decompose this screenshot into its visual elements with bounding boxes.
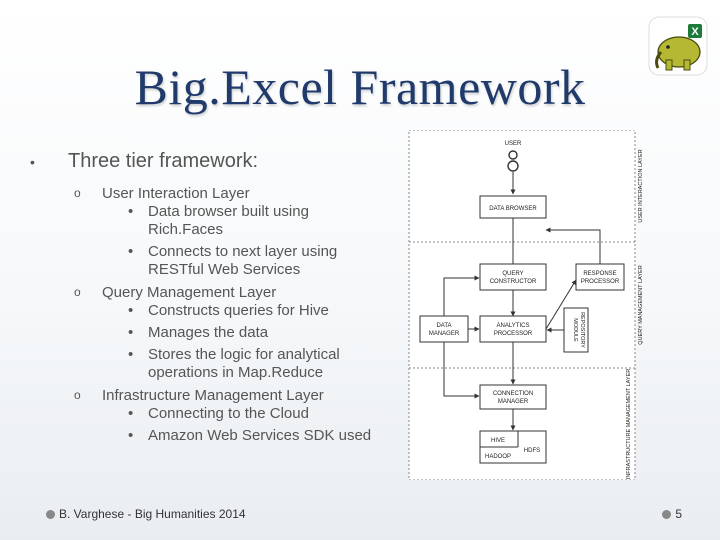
svg-text:REPOSITORY: REPOSITORY bbox=[579, 312, 585, 348]
box-hive: HIVE bbox=[491, 438, 505, 444]
box-hadoop: HADOOP bbox=[485, 454, 511, 460]
section-3-item-2: •Amazon Web Services SDK used bbox=[128, 427, 372, 444]
box-module-repository bbox=[563, 307, 589, 353]
box-data-manager bbox=[419, 315, 469, 343]
diagram-frame bbox=[408, 130, 636, 480]
layer-label-user: USER INTERACTION LAYER bbox=[638, 149, 644, 222]
box-connection-manager bbox=[479, 384, 547, 410]
svg-text:X: X bbox=[691, 26, 699, 38]
user-icon bbox=[507, 150, 519, 172]
svg-text:DATA BROWSER: DATA BROWSER bbox=[489, 206, 537, 212]
section-3-label: Infrastructure Management Layer bbox=[102, 387, 324, 404]
footer-page-number: 5 bbox=[662, 507, 682, 521]
bullet-main: • Three tier framework: bbox=[30, 150, 259, 172]
svg-text:PROCESSOR: PROCESSOR bbox=[581, 279, 620, 285]
section-3: o Infrastructure Management Layer bbox=[74, 387, 324, 404]
bullet-list: • Three tier framework: o User Interacti… bbox=[30, 150, 410, 449]
box-hdfs: HDFS bbox=[524, 448, 540, 454]
box-analytics-processor bbox=[479, 315, 547, 343]
section-2-item-2: •Manages the data bbox=[128, 324, 269, 341]
elephant-excel-logo-icon: X bbox=[648, 16, 708, 76]
svg-text:ANALYTICS: ANALYTICS bbox=[497, 323, 530, 329]
layer-label-query: QUERY MANAGEMENT LAYER bbox=[638, 265, 644, 344]
section-2-item-1: •Constructs queries for Hive bbox=[128, 302, 329, 319]
section-2: o Query Management Layer bbox=[74, 284, 277, 301]
svg-text:CONSTRUCTOR: CONSTRUCTOR bbox=[490, 279, 537, 285]
box-query-constructor bbox=[479, 263, 547, 291]
svg-text:CONNECTION: CONNECTION bbox=[493, 391, 533, 397]
box-response-processor bbox=[575, 263, 625, 291]
section-1: o User Interaction Layer bbox=[74, 185, 250, 202]
section-3-item-1: •Connecting to the Cloud bbox=[128, 405, 309, 422]
user-label: USER bbox=[505, 141, 522, 147]
bullet-dot-icon bbox=[662, 509, 672, 519]
section-2-label: Query Management Layer bbox=[102, 284, 277, 301]
svg-text:RESPONSE: RESPONSE bbox=[583, 271, 616, 277]
bullet-main-text: Three tier framework: bbox=[68, 150, 259, 172]
layer-label-infrastructure: INFRASTRUCTURE MANAGEMENT LAYER bbox=[626, 369, 632, 479]
footer-author: B. Varghese - Big Humanities 2014 bbox=[46, 507, 246, 521]
section-2-item-3: •Stores the logic for analytical operati… bbox=[128, 346, 340, 381]
architecture-diagram: USER INTERACTION LAYER QUERY MANAGEMENT … bbox=[408, 130, 644, 480]
svg-text:PROCESSOR: PROCESSOR bbox=[494, 331, 533, 337]
link-response-browser bbox=[545, 227, 601, 264]
svg-text:MODULE: MODULE bbox=[572, 318, 578, 342]
link-analytics-response bbox=[545, 279, 577, 330]
bullet-dot-icon bbox=[46, 509, 55, 519]
svg-text:QUERY: QUERY bbox=[502, 271, 523, 277]
slide-title: Big.Excel Framework bbox=[134, 59, 586, 115]
svg-text:MANAGER: MANAGER bbox=[429, 331, 460, 337]
section-1-label: User Interaction Layer bbox=[102, 185, 250, 202]
section-1-item-2: •Connects to next layer using RESTful We… bbox=[128, 243, 338, 278]
svg-text:DATA: DATA bbox=[436, 323, 451, 329]
section-1-item-1: •Data browser built using Rich.Faces bbox=[128, 203, 309, 238]
svg-text:MANAGER: MANAGER bbox=[498, 399, 529, 405]
